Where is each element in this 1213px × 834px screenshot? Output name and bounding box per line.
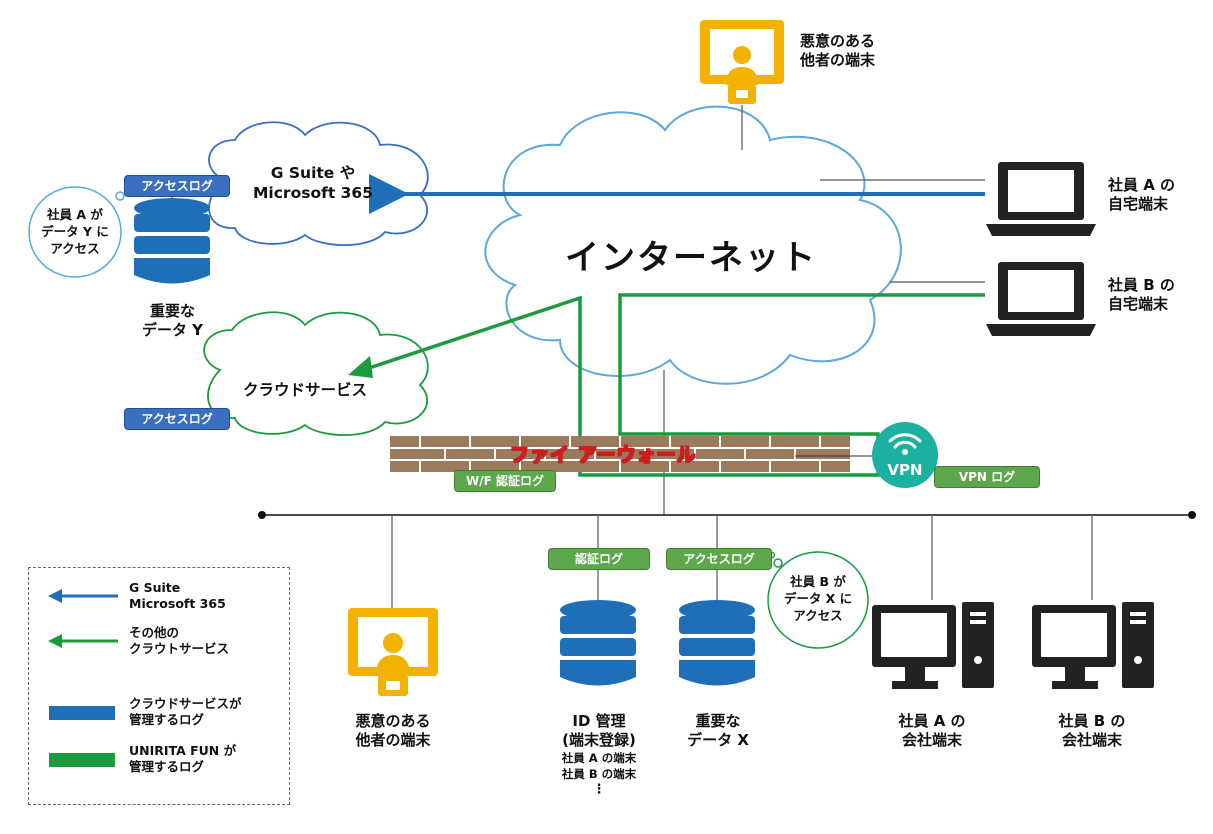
legend-cloud-log: クラウドサービスが管理するログ	[129, 696, 242, 727]
malicious-terminal-top-icon	[700, 20, 784, 104]
laptop-home-a-icon	[986, 162, 1096, 236]
vpn-log-tag: VPN ログ	[934, 466, 1040, 488]
laptop-home-b-icon	[986, 262, 1096, 336]
gsuite-cloud-title: G Suite や Microsoft 365	[248, 163, 378, 203]
firewall-bricks	[390, 436, 850, 472]
desktop-office-a-icon	[872, 602, 994, 689]
employee-b-office-label: 社員 B の会社端末	[1058, 712, 1126, 749]
other-cloud	[203, 311, 429, 437]
legend-other: その他のクラウトサービス	[129, 625, 230, 656]
bubble-a-shape	[28, 184, 131, 278]
employee-a-office-label: 社員 A の会社端末	[898, 712, 966, 749]
firewall-title: ファイ アーウォール	[509, 444, 697, 467]
internet-title: インターネット	[565, 238, 817, 278]
access-log-gsuite-tag: アクセスログ	[124, 175, 230, 197]
legend-unirita: UNIRITA FUN が管理するログ	[129, 743, 237, 774]
bubble-a-text: 社員 A がデータ Y にアクセス	[41, 207, 109, 256]
other-cloud-title: クラウドサービス	[242, 381, 367, 399]
data-x-label: 重要なデータ X	[687, 712, 749, 749]
green-arrow-head	[348, 356, 373, 378]
desktop-office-b-icon	[1032, 602, 1154, 689]
malicious-bottom-label: 悪意のある他者の端末	[355, 712, 431, 749]
employee-b-home-label: 社員 B の自宅端末	[1108, 276, 1175, 313]
gsuite-line1: G Suite や	[270, 164, 356, 182]
wifi-icon	[888, 433, 922, 449]
internet-cloud	[484, 105, 902, 385]
legend-blue-bar	[49, 706, 115, 720]
vpn-label: VPN	[887, 461, 923, 479]
bubble-b-text: 社員 B がデータ X にアクセス	[783, 574, 853, 623]
id-management-label: ID 管理 (端末登録) 社員 A の端末 社員 B の端末 ⋮	[561, 712, 637, 797]
access-log-data-x-tag: アクセスログ	[666, 548, 772, 570]
database-x-icon	[679, 600, 755, 686]
wf-auth-log-tag: W/F 認証ログ	[454, 470, 556, 492]
bubble-b-shape	[767, 551, 869, 649]
database-id-icon	[560, 600, 636, 686]
gsuite-line2: Microsoft 365	[253, 184, 373, 202]
access-log-cloud-tag: アクセスログ	[124, 408, 230, 430]
data-y-label: 重要なデータ Y	[141, 302, 204, 339]
employee-a-home-label: 社員 A の自宅端末	[1108, 176, 1176, 213]
auth-log-tag: 認証ログ	[548, 548, 650, 570]
malicious-terminal-bottom-icon	[348, 608, 438, 696]
malicious-top-label: 悪意のある他者の端末	[800, 32, 876, 69]
legend-green-bar	[49, 753, 115, 767]
database-y-icon	[134, 198, 210, 284]
